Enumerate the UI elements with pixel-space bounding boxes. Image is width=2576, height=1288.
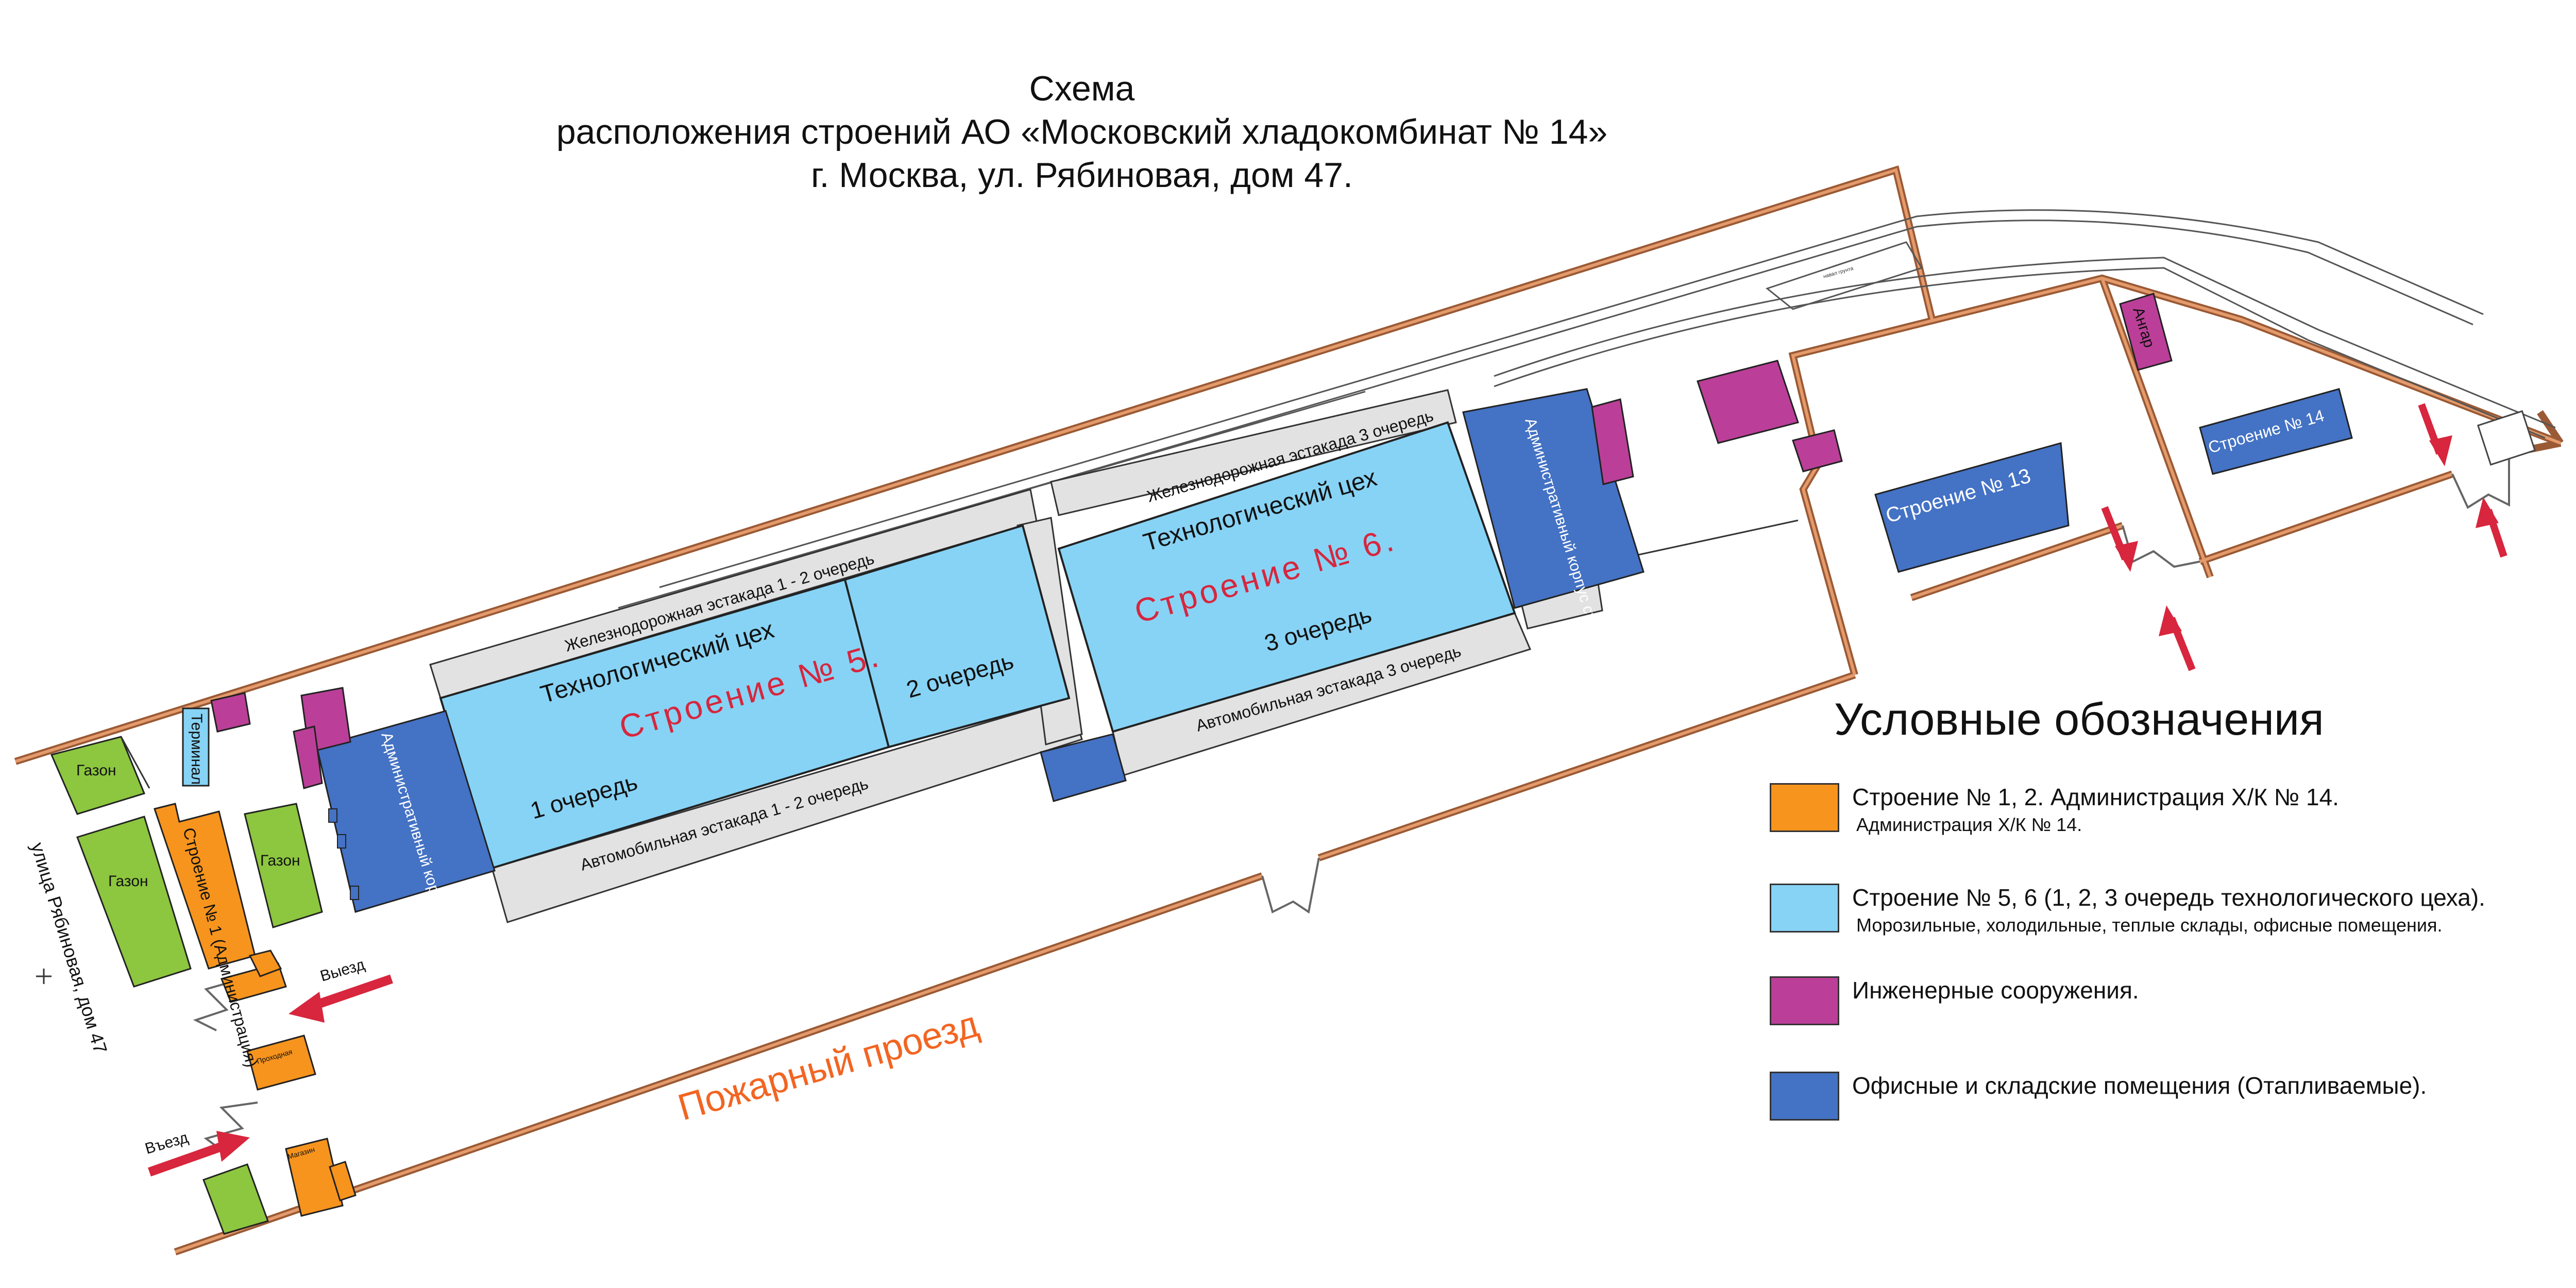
blue-buildings bbox=[316, 388, 2353, 913]
lawn-left-label: Газон bbox=[108, 873, 148, 890]
shop-annex bbox=[329, 1161, 357, 1201]
title-line-3: г. Москва, ул. Рябиновая, дом 47. bbox=[811, 156, 1353, 195]
crosshair-mark bbox=[36, 969, 52, 984]
shop-building bbox=[285, 1138, 344, 1217]
railway-ramp-3 bbox=[1050, 389, 1457, 516]
building-13 bbox=[1874, 442, 2070, 573]
legend-swatch-light-blue bbox=[1770, 884, 1839, 933]
building-14 bbox=[2199, 388, 2353, 475]
legend-item-admin-sub: Администрация Х/К № 14. bbox=[1856, 814, 2082, 835]
lawn-left bbox=[76, 816, 192, 988]
legend-swatch-magenta bbox=[1770, 976, 1839, 1025]
terminal-block bbox=[182, 707, 210, 787]
lawn-bottom bbox=[202, 1163, 269, 1235]
lawn-top-label: Газон bbox=[76, 762, 116, 779]
legend-title: Условные обозначения bbox=[1834, 693, 2324, 744]
workshop-6 bbox=[1057, 421, 1516, 733]
title-line-2: расположения строений АО «Московский хла… bbox=[556, 112, 1608, 151]
building-1-porch bbox=[248, 950, 282, 977]
eng-block-3 bbox=[293, 725, 323, 789]
eng-block-4 bbox=[1591, 398, 1634, 485]
gates bbox=[193, 453, 2510, 1155]
title-line-1: Схема bbox=[1029, 69, 1135, 108]
lawn-top bbox=[50, 736, 146, 815]
eng-block-5 bbox=[1697, 360, 1799, 444]
lawns bbox=[50, 736, 323, 1235]
hangar-block bbox=[2119, 293, 2173, 371]
legend-swatch-blue bbox=[1770, 1072, 1839, 1121]
admin-5-steps bbox=[328, 808, 359, 900]
admin-building-5 bbox=[316, 710, 496, 913]
auto-ramp-1-2 bbox=[491, 697, 1083, 923]
legend-item-engineering-label: Инженерные сооружения. bbox=[1852, 977, 2139, 1004]
terminal-label: Терминал bbox=[188, 714, 205, 785]
admin-buildings bbox=[154, 803, 357, 1217]
legend-swatch-orange bbox=[1770, 783, 1839, 832]
legend-item-workshop-sub: Морозильные, холодильные, теплые склады,… bbox=[1856, 914, 2443, 936]
lawn-edge bbox=[120, 736, 150, 789]
legend-item-offices-label: Офисные и складские помещения (Отапливае… bbox=[1852, 1072, 2427, 1099]
lawn-middle bbox=[244, 803, 323, 928]
eng-block-1 bbox=[210, 692, 251, 733]
entry-label: Въезд bbox=[143, 1129, 190, 1157]
blue-block-small bbox=[1040, 733, 1127, 802]
direction-arrows bbox=[148, 403, 2507, 1177]
checkpoint-building bbox=[246, 1035, 316, 1091]
exit-label: Выезд bbox=[318, 956, 367, 985]
legend-item-workshop-label: Строение № 5, 6 (1, 2, 3 очередь техноло… bbox=[1852, 884, 2485, 911]
railway-tracks bbox=[618, 209, 2556, 609]
legend-item-admin-label: Строение № 1, 2. Администрация Х/К № 14. bbox=[1852, 784, 2339, 810]
eng-block-6 bbox=[1792, 429, 1843, 472]
site-fence-inner bbox=[15, 168, 2562, 1253]
engineering-structures bbox=[210, 293, 2173, 789]
tech-workshops bbox=[439, 421, 1516, 870]
building-1 bbox=[154, 803, 256, 970]
gate-box bbox=[2477, 410, 2536, 466]
lawn-middle-label: Газон bbox=[260, 852, 300, 869]
workshop-5-queue-2 bbox=[843, 524, 1071, 749]
